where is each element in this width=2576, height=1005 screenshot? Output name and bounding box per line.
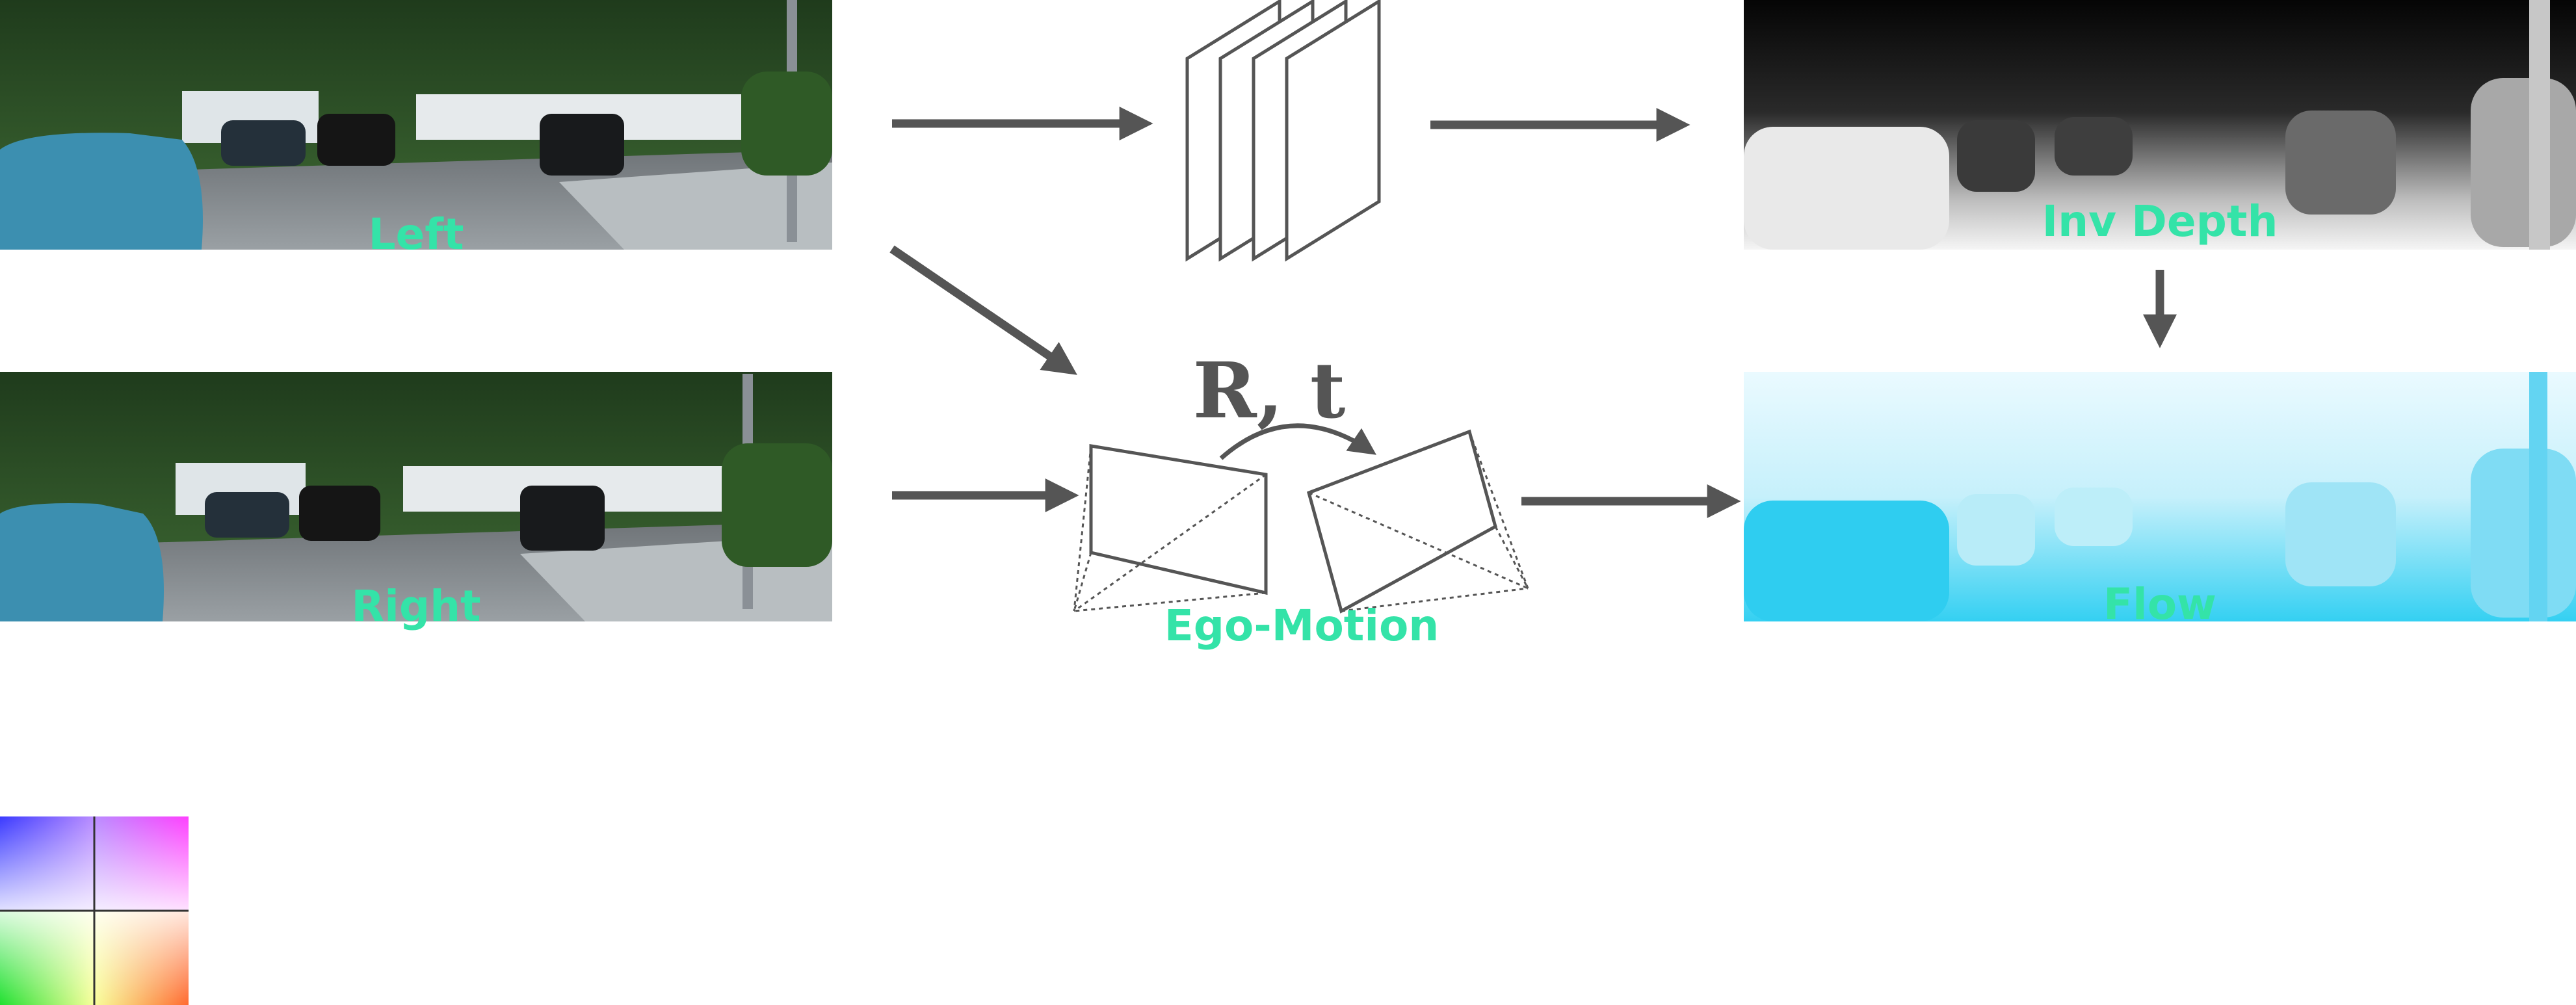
right-image: [0, 372, 832, 621]
flow-map: [1744, 372, 2576, 621]
flow-label: Flow: [2103, 579, 2217, 629]
right-label: Right: [351, 581, 481, 631]
rotation-arc-arrow: [1219, 423, 1376, 460]
rotation-translation-label: R, t: [1192, 345, 1346, 436]
ego-motion-label: Ego-Motion: [1164, 601, 1439, 651]
left-label: Left: [368, 209, 464, 259]
arrow-left-to-egomotion: [889, 245, 1077, 375]
camera-frustum-icon: [1073, 444, 1268, 612]
inv-depth-map: [1744, 0, 2576, 250]
inv-depth-label: Inv Depth: [2042, 196, 2278, 246]
camera-frustum-icon: [1306, 429, 1529, 614]
stacked-layers-icon: [1185, 0, 1381, 262]
arrows: [889, 107, 2177, 518]
left-image: [0, 0, 832, 250]
flow-color-wheel-icon: [0, 816, 189, 1005]
